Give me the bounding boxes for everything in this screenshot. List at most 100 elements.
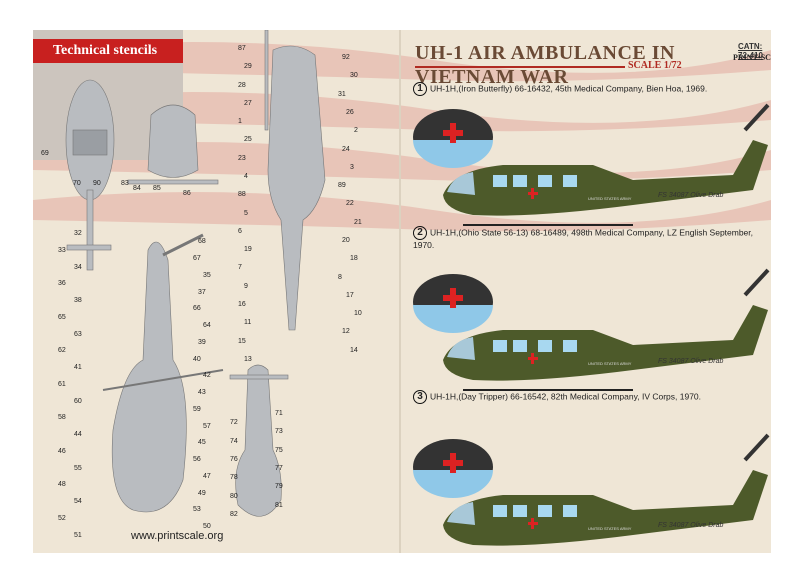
technical-stencils-banner: Technical stencils (33, 39, 183, 63)
catalog-number: CATN: 72-410 (738, 42, 763, 60)
three-quarter-view (111, 241, 187, 513)
stencil-number: 12 (342, 328, 350, 336)
stencil-number: 52 (58, 514, 66, 522)
stencil-number: 40 (193, 355, 201, 363)
stencil-number: 66 (193, 305, 201, 313)
stencil-number: 32 (74, 230, 82, 237)
stencil-number: 53 (193, 506, 201, 514)
helicopter-profile-2: UNITED STATES ARMY (413, 268, 770, 391)
stencil-number: 17 (346, 291, 354, 299)
tail-text: UNITED STATES ARMY (588, 526, 632, 531)
brand-logo: PRINT•SCALE (733, 53, 771, 62)
stencil-number: 49 (198, 489, 206, 497)
stencil-number: 21 (354, 218, 362, 226)
stencil-number: 5 (244, 209, 248, 217)
stencil-number: 1 (238, 118, 242, 126)
stencil-number: 48 (58, 481, 66, 489)
title-line1: UH-1 AIR AMBULANCE IN (415, 42, 675, 64)
stencil-number: 74 (230, 437, 238, 445)
stencil-number: 3 (350, 163, 354, 171)
stencil-number: 65 (58, 313, 66, 321)
stencil-number: 14 (350, 346, 358, 354)
stencil-number: 20 (342, 237, 350, 244)
stencil-diagrams (65, 30, 326, 517)
stencil-number: 23 (238, 154, 246, 162)
website-url: www.printscale.org (131, 530, 224, 542)
stencil-number: 46 (58, 447, 66, 455)
stencil-number: 9 (244, 282, 248, 290)
stencil-number: 47 (203, 472, 211, 480)
stencil-number: 89 (338, 182, 346, 190)
stencil-number: 70 (73, 180, 81, 187)
stencil-number: 27 (244, 99, 252, 107)
stencil-number: 78 (230, 474, 238, 482)
tail-text: UNITED STATES ARMY (588, 361, 632, 366)
title-line2: VIETNAM WAR (415, 66, 569, 88)
stencil-number: 36 (58, 280, 66, 288)
stencil-number: 55 (74, 464, 82, 472)
stencil-number: 34 (74, 263, 82, 271)
stencil-number: 41 (74, 364, 82, 372)
nose-art-1 (413, 109, 493, 168)
stencil-number: 51 (74, 531, 82, 539)
stencil-number: 62 (58, 347, 66, 355)
nose-art-3 (413, 439, 493, 498)
helicopter-profile-1: UNITED STATES ARMY (413, 103, 770, 226)
stencil-number: 30 (350, 72, 358, 80)
stencil-number: 10 (354, 310, 362, 318)
stencil-number: 7 (238, 264, 242, 272)
stencil-number: 82 (230, 510, 238, 518)
stencil-number: 6 (238, 227, 242, 235)
stencil-number: 83 (121, 180, 129, 187)
stencil-number: 25 (244, 136, 252, 144)
color-note-3: FS 34087 Olive Drab (658, 522, 724, 529)
stencil-number: 59 (193, 405, 201, 413)
stencil-number: 11 (244, 319, 252, 327)
stencil-number: 28 (238, 81, 246, 89)
stencil-number: 61 (58, 380, 66, 388)
stencil-number: 24 (342, 145, 350, 153)
stencil-number: 85 (153, 185, 161, 192)
stencil-number: 57 (203, 422, 211, 430)
helicopter-profile-3: UNITED STATES ARMY (413, 433, 770, 546)
stencil-number: 2 (354, 127, 358, 135)
stencil-number: 39 (198, 338, 206, 346)
stencil-number: 37 (198, 288, 206, 296)
stencil-number: 80 (230, 492, 238, 500)
page-spine (399, 30, 401, 553)
stencil-number: 75 (275, 446, 283, 454)
stencil-number: 31 (338, 90, 346, 98)
color-note-2: FS 34087 Olive Drab (658, 358, 724, 365)
stencil-number: 45 (198, 439, 206, 447)
stencil-number: 77 (275, 465, 283, 472)
stencil-number: 35 (203, 271, 211, 279)
stencil-number: 84 (133, 185, 141, 192)
stencil-number: 44 (74, 431, 82, 439)
stencil-number: 50 (203, 523, 211, 531)
stencil-number: 16 (238, 301, 246, 308)
stencil-number: 4 (244, 173, 248, 180)
scale-label: SCALE 1/72 (628, 60, 682, 71)
stencil-number: 72 (230, 419, 238, 427)
stencil-number: 42 (203, 372, 211, 380)
stencil-number: 38 (74, 297, 82, 305)
stencil-number: 79 (275, 483, 283, 491)
stencil-number: 56 (193, 456, 201, 464)
stencil-number: 54 (74, 498, 82, 506)
stencil-number: 64 (203, 322, 211, 330)
stencil-number: 15 (238, 337, 246, 345)
stencil-number: 43 (198, 389, 206, 397)
stencil-number: 87 (238, 45, 246, 52)
stencil-number: 58 (58, 414, 66, 422)
stencil-number: 13 (244, 355, 252, 363)
stencil-number: 29 (244, 63, 252, 71)
stencil-number: 90 (93, 180, 101, 187)
stencil-number: 18 (350, 255, 358, 263)
nose-art-2 (413, 274, 493, 333)
stencil-number: 22 (346, 200, 354, 208)
stencil-number: 33 (58, 246, 66, 254)
